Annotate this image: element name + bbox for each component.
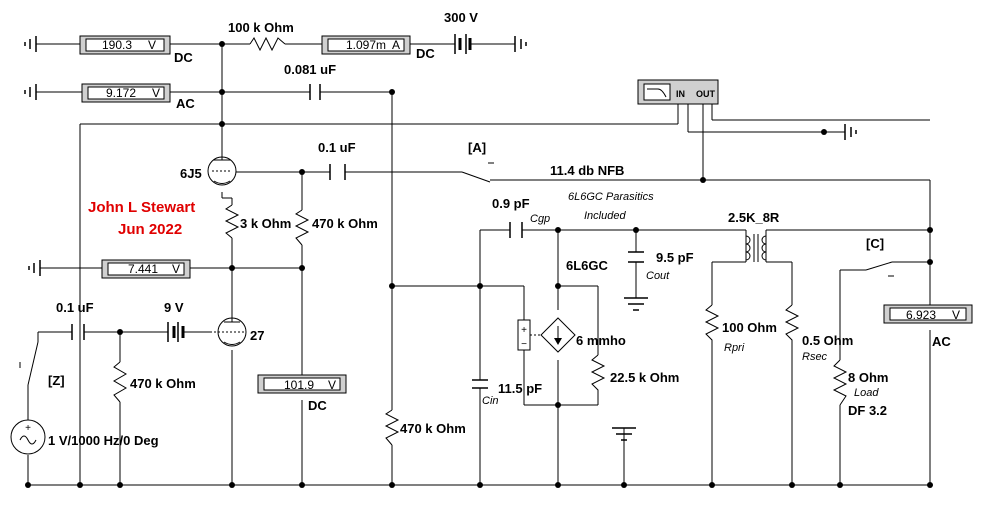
tube-6j5	[207, 150, 237, 186]
resistor-100-ohm	[704, 304, 720, 345]
label-tube-6l6: 6L6GC	[566, 258, 609, 273]
capacitor-0.081uf	[309, 84, 321, 100]
label-c-01-in: 0.1 uF	[56, 300, 94, 315]
label-r-470-bottom: 470 k Ohm	[400, 421, 466, 436]
label-r-470-in: 470 k Ohm	[130, 376, 196, 391]
resistor-0.5-ohm	[784, 304, 800, 345]
svg-text:101.9: 101.9	[284, 378, 314, 392]
label-source: 1 V/1000 Hz/0 Deg	[48, 433, 159, 448]
label-rsec: Rsec	[802, 351, 828, 363]
meter-dc-190[interactable]: 190.3 V	[79, 35, 171, 55]
meter-ac-6923-mode: AC	[932, 334, 951, 349]
switch-z	[19, 341, 39, 386]
svg-text:7.441: 7.441	[128, 262, 158, 276]
label-batt-300: 300 V	[444, 10, 478, 25]
label-nfb: 11.4 db NFB	[550, 163, 624, 178]
ground-symbols	[24, 36, 857, 441]
capacitor-0.1uf-top	[329, 164, 346, 180]
svg-text:V: V	[952, 308, 960, 322]
svg-text:A: A	[392, 38, 400, 52]
label-r-3k: 3 k Ohm	[240, 216, 291, 231]
label-batt-9: 9 V	[164, 300, 184, 315]
label-tube-6j5: 6J5	[180, 166, 202, 181]
capacitor-cin	[472, 379, 488, 389]
label-r-225: 22.5 k Ohm	[610, 370, 679, 385]
meter-dc-1019[interactable]: 101.9 V	[257, 374, 347, 394]
meter-dc-1097ma[interactable]: 1.097m A	[321, 35, 411, 55]
label-c-95: 9.5 pF	[656, 250, 694, 265]
resistors	[113, 36, 848, 446]
resistor-3k	[224, 204, 240, 239]
capacitor-cout	[628, 251, 644, 263]
label-r-top: 100 k Ohm	[228, 20, 294, 35]
controlled-current-source: + −	[517, 317, 576, 353]
svg-text:190.3: 190.3	[102, 38, 132, 52]
label-cout: Cout	[646, 270, 670, 282]
svg-text:9.172: 9.172	[106, 86, 136, 100]
bode-out-label: OUT	[696, 89, 716, 99]
meter-dc-1019-mode: DC	[308, 398, 327, 413]
label-switch-a: [A]	[468, 140, 486, 155]
label-parasitics-2: Included	[584, 210, 626, 222]
label-gm: 6 mmho	[576, 333, 626, 348]
label-switch-c: [C]	[866, 236, 884, 251]
author-name: John L Stewart	[88, 199, 195, 216]
label-tube-27: 27	[250, 328, 264, 343]
svg-text:−: −	[521, 339, 527, 350]
author-date: Jun 2022	[118, 221, 182, 238]
junction-dots	[25, 41, 933, 488]
capacitor-cgp	[509, 222, 523, 238]
label-r-8: 8 Ohm	[848, 370, 888, 385]
label-cgp: Cgp	[530, 213, 550, 225]
label-c-115: 11.5 pF	[498, 381, 542, 396]
svg-text:V: V	[152, 86, 160, 100]
label-c-01-top: 0.1 uF	[318, 140, 356, 155]
label-c-09: 0.9 pF	[492, 196, 530, 211]
switch-c	[865, 261, 894, 277]
bode-plotter[interactable]: IN OUT	[637, 79, 719, 105]
battery-300v	[454, 34, 472, 54]
resistor-470k-grid	[294, 209, 310, 246]
meter-ac-6923[interactable]: 6.923 V	[883, 304, 973, 324]
svg-text:+: +	[25, 423, 31, 434]
resistor-22k5	[590, 354, 606, 395]
label-switch-z: [Z]	[48, 373, 65, 388]
capacitors	[71, 84, 644, 389]
meter-ac-9172[interactable]: 9.172 V	[81, 83, 171, 103]
label-rpri: Rpri	[724, 342, 745, 354]
label-r-470-grid: 470 k Ohm	[312, 216, 378, 231]
meter-7441[interactable]: 7.441 V	[101, 259, 191, 279]
label-parasitics-1: 6L6GC Parasitics	[568, 191, 654, 203]
svg-text:6.923: 6.923	[906, 308, 936, 322]
labels: DC DC AC DC AC 100 k Ohm 300 V 0.081 uF …	[48, 10, 951, 448]
label-cin: Cin	[482, 395, 499, 407]
battery-9v	[167, 322, 185, 342]
capacitor-0.1uf-in	[71, 324, 85, 340]
bode-in-label: IN	[676, 89, 685, 99]
svg-text:V: V	[172, 262, 180, 276]
tube-27	[214, 310, 247, 347]
resistor-470k-in	[113, 361, 127, 403]
resistor-470k-bottom	[384, 409, 400, 446]
resistor-8-ohm	[832, 359, 848, 406]
svg-text:V: V	[148, 38, 156, 52]
label-load: Load	[854, 387, 879, 399]
label-c-0081: 0.081 uF	[284, 62, 336, 77]
svg-text:1.097m: 1.097m	[346, 38, 386, 52]
svg-text:+: +	[521, 325, 527, 336]
ac-source: +	[10, 419, 46, 455]
meter-dc-1097-mode: DC	[416, 46, 435, 61]
label-transformer: 2.5K_8R	[728, 210, 780, 225]
transformer	[745, 234, 767, 262]
meter-dc-190-mode: DC	[174, 50, 193, 65]
resistor-100k	[249, 36, 286, 52]
svg-text:V: V	[328, 378, 336, 392]
label-r-100: 100 Ohm	[722, 320, 777, 335]
label-r-05: 0.5 Ohm	[802, 333, 853, 348]
label-df: DF 3.2	[848, 403, 887, 418]
meter-ac-9172-mode: AC	[176, 96, 195, 111]
switch-a	[461, 162, 494, 183]
